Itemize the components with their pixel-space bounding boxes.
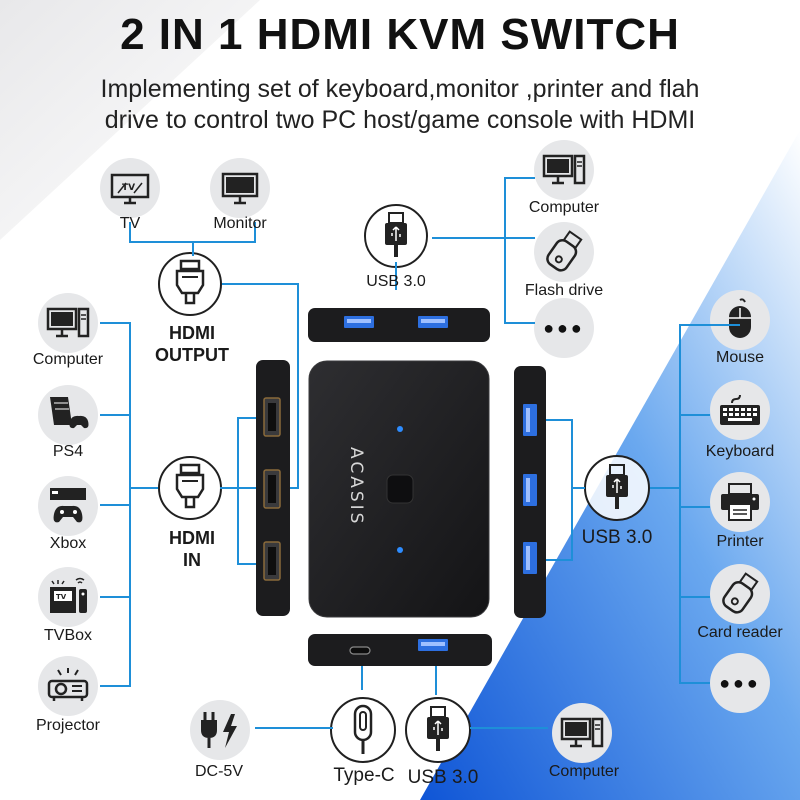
left-computer-node (38, 293, 98, 353)
bottom-computer-node (552, 703, 612, 763)
hdmi-in-label: HDMI IN (169, 527, 215, 571)
right-more-node: ●●● (710, 653, 770, 713)
tr-computer-node (534, 140, 594, 200)
monitor-icon (220, 171, 260, 205)
more-icon: ●●● (543, 317, 585, 338)
ps4-icon (46, 395, 90, 435)
hdmi-output-line2: OUTPUT (155, 345, 229, 365)
xbox-label: Xbox (49, 535, 87, 552)
computer-icon (46, 306, 90, 340)
subtitle-line-2: drive to control two PC host/game consol… (104, 106, 696, 134)
power-plug-icon (197, 708, 243, 752)
brand-logo: ACASIS (346, 447, 366, 527)
tv-icon: TV (110, 171, 150, 205)
usb-plug-icon (381, 211, 411, 261)
tr-more-node: ●●● (534, 298, 594, 358)
card-reader-node (710, 564, 770, 624)
printer-label: Printer (716, 533, 764, 550)
hdmi-output-label: HDMI OUTPUT (155, 322, 229, 366)
printer-icon (718, 482, 762, 522)
usb-bottom-label: USB 3.0 (407, 767, 479, 788)
typec-label: Type-C (333, 765, 395, 786)
usb-top-label: USB 3.0 (366, 273, 426, 290)
computer-icon (560, 716, 604, 750)
more-icon: ●●● (719, 672, 761, 693)
dc-node (190, 700, 250, 760)
tvbox-node: TV (38, 567, 98, 627)
tr-computer-label: Computer (528, 199, 600, 216)
tvbox-label: TVBox (43, 627, 93, 644)
projector-label: Projector (35, 717, 101, 734)
projector-node (38, 656, 98, 716)
hdmi-output-node (158, 252, 222, 316)
xbox-icon (46, 486, 90, 526)
kvm-switch-body: ACASIS (308, 360, 490, 618)
device-bottom-edge (308, 634, 492, 666)
hdmi-plug-icon (172, 463, 208, 513)
monitor-label: Monitor (213, 215, 267, 232)
ps4-node (38, 385, 98, 445)
printer-node (710, 472, 770, 532)
usb-top-node (364, 204, 428, 268)
xbox-node (38, 476, 98, 536)
mouse-node (710, 290, 770, 350)
hdmi-in-line1: HDMI (169, 528, 215, 548)
tr-flash-node (534, 222, 594, 282)
hdmi-output-line1: HDMI (169, 323, 215, 343)
type-c-plug-icon (348, 704, 378, 756)
usb-right-node (584, 455, 650, 521)
tv-label: TV (119, 215, 141, 232)
svg-text:TV: TV (56, 593, 67, 601)
device-right-edge (514, 366, 546, 618)
usb-plug-icon (423, 705, 453, 755)
card-reader-icon (720, 572, 760, 616)
card-reader-label: Card reader (697, 624, 783, 641)
keyboard-node (710, 380, 770, 440)
page-title: 2 IN 1 HDMI KVM SWITCH (120, 10, 680, 59)
flash-drive-icon (544, 230, 584, 274)
svg-text:TV: TV (122, 183, 135, 193)
usb-plug-icon (602, 463, 632, 513)
bottom-computer-label: Computer (548, 763, 620, 780)
monitor-node (210, 158, 270, 218)
usb-right-label: USB 3.0 (581, 527, 653, 548)
subtitle-line-1: Implementing set of keyboard,monitor ,pr… (100, 75, 700, 103)
projector-icon (46, 667, 90, 705)
tv-node: TV (100, 158, 160, 218)
tvbox-icon: TV (46, 577, 90, 617)
ps4-label: PS4 (52, 443, 84, 460)
left-computer-label: Computer (32, 351, 104, 368)
device-top-edge (308, 308, 490, 342)
dc-label: DC-5V (194, 763, 244, 780)
page-subtitle: Implementing set of keyboard,monitor ,pr… (40, 74, 760, 136)
hdmi-in-line2: IN (183, 550, 201, 570)
hdmi-plug-icon (172, 259, 208, 309)
mouse-icon (725, 298, 755, 342)
tr-flash-label: Flash drive (524, 282, 604, 299)
device-left-edge (256, 360, 290, 616)
keyboard-icon (718, 393, 762, 427)
keyboard-label: Keyboard (705, 443, 775, 460)
mouse-label: Mouse (715, 349, 765, 366)
typec-node (330, 697, 396, 763)
usb-bottom-node (405, 697, 471, 763)
computer-icon (542, 153, 586, 187)
